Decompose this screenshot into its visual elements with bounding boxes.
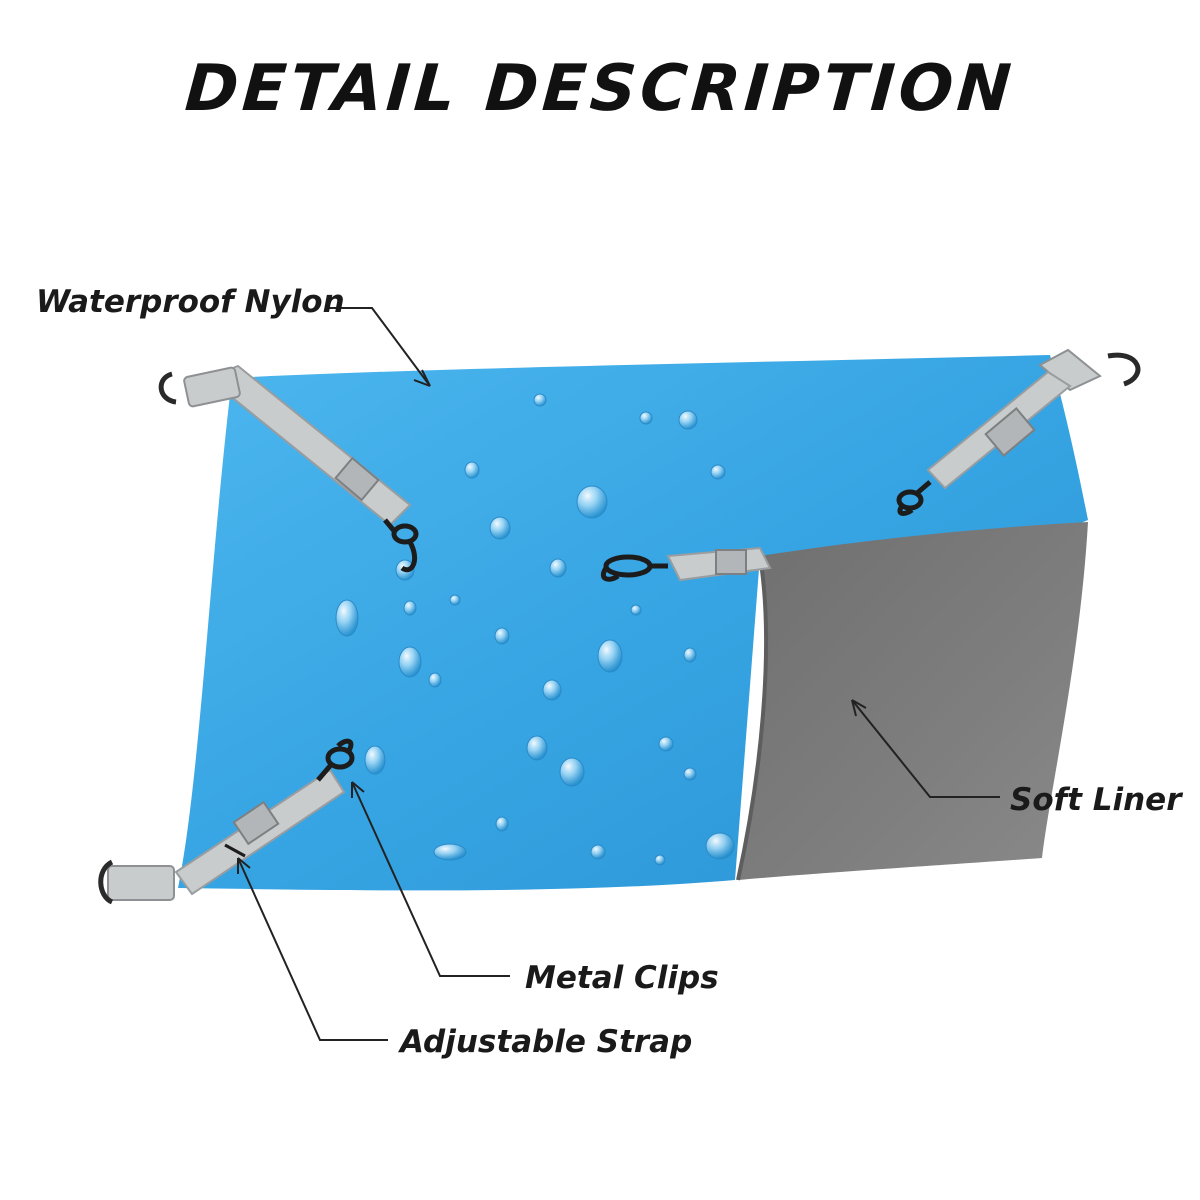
page-title: DETAIL DESCRIPTION bbox=[182, 52, 1018, 126]
callout-metal-clips: Metal Clips bbox=[525, 960, 719, 996]
top-right-strap bbox=[926, 348, 1141, 490]
leader-strap bbox=[237, 857, 388, 1041]
nylon-panel bbox=[178, 355, 1088, 891]
leader-liner bbox=[851, 699, 1000, 798]
top-left-clip bbox=[383, 518, 419, 573]
bottom-left-strap bbox=[98, 768, 346, 905]
leader-nylon bbox=[328, 307, 431, 387]
callout-adjustable-strap: Adjustable Strap bbox=[400, 1024, 693, 1060]
leader-clips bbox=[351, 781, 510, 977]
bottom-left-clip bbox=[316, 738, 355, 782]
leader-lines bbox=[237, 307, 1000, 1041]
callout-soft-liner: Soft Liner bbox=[1010, 782, 1182, 818]
liner-panel bbox=[738, 522, 1088, 880]
middle-strap bbox=[666, 546, 772, 582]
top-right-clip bbox=[896, 480, 932, 516]
middle-clip bbox=[600, 554, 668, 582]
callout-waterproof-nylon: Waterproof Nylon bbox=[36, 284, 345, 320]
top-left-strap bbox=[158, 364, 412, 527]
water-droplets bbox=[335, 393, 735, 866]
